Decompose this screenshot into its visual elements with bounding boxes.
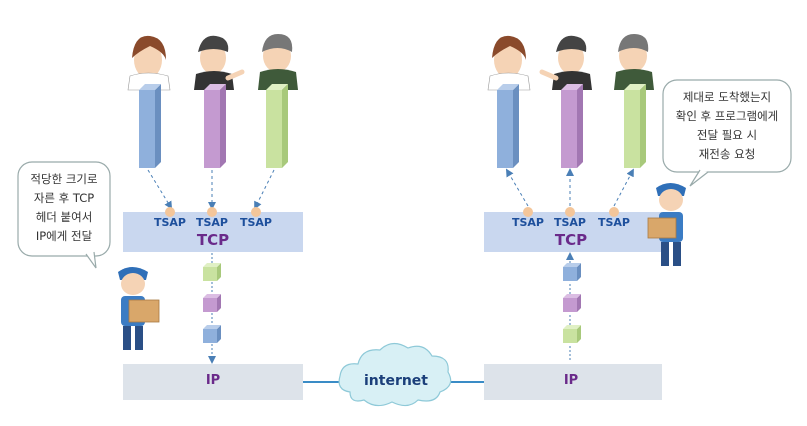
pillar-green-right <box>624 84 646 168</box>
speech-bubble-right <box>662 79 792 187</box>
segment-green-left <box>203 263 221 281</box>
arrow-blue-to-tsap-left <box>147 169 173 210</box>
tsap-label-left-2: TSAP <box>195 216 228 229</box>
right-bubble-line-4: 재전송 요청 <box>698 147 756 161</box>
person-woman-right <box>487 35 531 91</box>
internet-cloud <box>338 342 452 407</box>
person-man-left <box>194 35 245 90</box>
arrow-green-to-tsap-left <box>254 169 275 210</box>
person-woman-left <box>127 35 171 91</box>
left-bubble-line-4: IP에게 전달 <box>35 229 93 243</box>
pillar-blue-right <box>497 84 519 168</box>
tsap-dot <box>251 207 261 217</box>
tcp-label-right: TCP <box>554 231 588 249</box>
tsap-dot <box>523 207 533 217</box>
arrow-tsap-to-green-right <box>613 168 634 207</box>
tcp-label-left: TCP <box>196 231 230 249</box>
right-bubble-line-2: 확인 후 프로그램에게 <box>675 109 779 123</box>
left-bubble-line-1: 적당한 크기로 <box>30 172 98 186</box>
person-grayhair-left <box>258 34 298 90</box>
segment-green-right <box>563 325 581 343</box>
delivery-person-right <box>647 183 686 266</box>
segment-purple-right <box>563 294 581 312</box>
arrow-tsap-to-blue-right <box>505 168 529 207</box>
tcp-layer-box-left <box>123 212 303 252</box>
segment-blue-left <box>203 325 221 343</box>
tsap-label-right-3: TSAP <box>597 216 630 229</box>
pillar-purple-left <box>204 84 226 168</box>
ip-label-right: IP <box>563 373 579 388</box>
speech-bubble-left <box>17 161 111 269</box>
tsap-label-right-2: TSAP <box>553 216 586 229</box>
internet-label: internet <box>363 373 428 389</box>
tsap-dot <box>165 207 175 217</box>
person-grayhair-right <box>614 34 654 90</box>
ip-layer-box-left <box>123 364 303 400</box>
right-bubble-line-3: 전달 필요 시 <box>696 128 758 142</box>
tsap-dot <box>207 207 217 217</box>
segment-blue-right <box>563 263 581 281</box>
delivery-person-left <box>118 267 160 350</box>
left-bubble-line-2: 자른 후 TCP <box>33 191 95 205</box>
left-bubble-line-3: 헤더 붙여서 <box>35 210 93 224</box>
tsap-dot <box>609 207 619 217</box>
person-man-right <box>539 35 592 90</box>
tsap-label-right-1: TSAP <box>511 216 544 229</box>
right-bubble-text: 제대로 도착했는지 확인 후 프로그램에게 전달 필요 시 재전송 요청 <box>663 88 791 164</box>
pillar-purple-right <box>561 84 583 168</box>
pillar-blue-left <box>139 84 161 168</box>
segment-purple-left <box>203 294 221 312</box>
tsap-label-left-3: TSAP <box>239 216 272 229</box>
tcp-layer-box-right <box>484 212 662 252</box>
tsap-label-left-1: TSAP <box>153 216 186 229</box>
ip-label-left: IP <box>205 373 221 388</box>
left-bubble-text: 적당한 크기로 자른 후 TCP 헤더 붙여서 IP에게 전달 <box>18 170 110 246</box>
pillar-green-left <box>266 84 288 168</box>
right-bubble-line-1: 제대로 도착했는지 <box>682 90 772 104</box>
ip-layer-box-right <box>484 364 662 400</box>
tsap-dot <box>565 207 575 217</box>
